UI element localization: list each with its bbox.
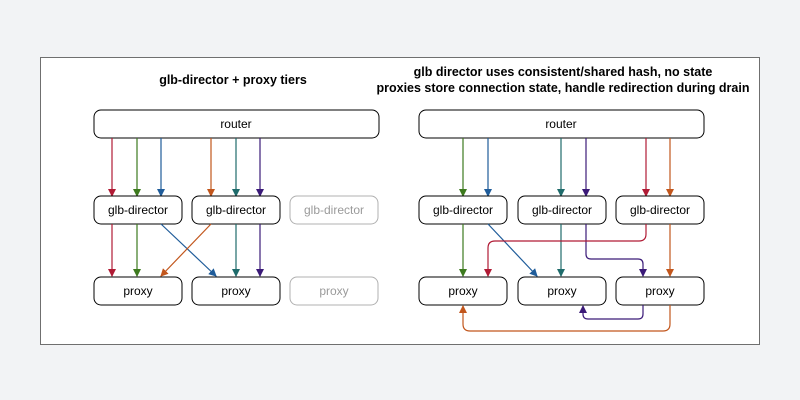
left-edge-director1-proxy2-blue — [160, 223, 217, 277]
right-router-label: router — [545, 117, 576, 131]
left-edge-director2-proxy1-orange — [160, 223, 212, 277]
left-director-1-label: glb-director — [108, 203, 168, 217]
left-proxy-2: proxy — [191, 276, 281, 306]
right-proxy-3: proxy — [615, 276, 705, 306]
left-proxy-2-box — [191, 276, 281, 306]
left-router-label: router — [220, 117, 251, 131]
right-director-2: glb-director — [517, 195, 607, 225]
left-director-3: glb-director — [289, 195, 379, 225]
right-edge-director2-proxy3-purple — [585, 224, 647, 277]
left-proxy-1-box — [93, 276, 183, 306]
right-director-1: glb-director — [418, 195, 508, 225]
left-director-3-box — [289, 195, 379, 225]
right-director-2-box — [517, 195, 607, 225]
left-director-2: glb-director — [191, 195, 281, 225]
left-router: router — [93, 109, 380, 139]
left-proxy-3-box — [289, 276, 379, 306]
right-edge-proxy3-proxy1-orange-redirect — [459, 305, 671, 332]
left-proxy-1: proxy — [93, 276, 183, 306]
right-proxy-2: proxy — [517, 276, 607, 306]
right-proxy-1: proxy — [418, 276, 508, 306]
left-proxy-3-label: proxy — [319, 284, 348, 298]
left-proxy-3: proxy — [289, 276, 379, 306]
right-edge-director1-proxy2-blue — [487, 223, 538, 277]
left-director-3-label: glb-director — [304, 203, 364, 217]
right-router: router — [418, 109, 705, 139]
right-proxy-3-box — [615, 276, 705, 306]
right-director-3-box — [615, 195, 705, 225]
right-proxy-1-label: proxy — [448, 284, 477, 298]
right-proxy-2-box — [517, 276, 607, 306]
right-director-3-label: glb-director — [630, 203, 690, 217]
right-edge-director3-proxy1-red-redirect — [484, 224, 647, 277]
right-director-2-label: glb-director — [532, 203, 592, 217]
right-edge-proxy3-proxy2-purple-redirect — [579, 305, 644, 320]
right-title-line-2: proxies store connection state, handle r… — [377, 81, 750, 95]
right-director-3: glb-director — [615, 195, 705, 225]
left-title: glb-director + proxy tiers — [159, 73, 307, 87]
right-director-1-label: glb-director — [433, 203, 493, 217]
left-proxy-2-label: proxy — [221, 284, 250, 298]
right-title-line-1: glb director uses consistent/shared hash… — [414, 65, 713, 79]
left-proxy-1-label: proxy — [123, 284, 152, 298]
left-director-2-label: glb-director — [206, 203, 266, 217]
right-proxy-3-label: proxy — [645, 284, 674, 298]
left-director-1: glb-director — [93, 195, 183, 225]
left-director-1-box — [93, 195, 183, 225]
right-proxy-2-label: proxy — [547, 284, 576, 298]
